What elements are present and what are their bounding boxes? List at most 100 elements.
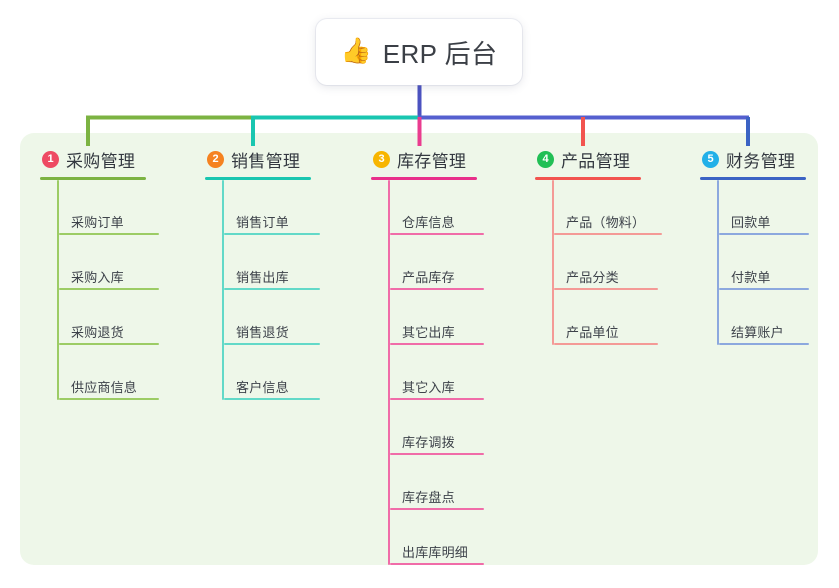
leaf-underline	[390, 453, 484, 455]
leaf-label: 回款单	[731, 215, 771, 230]
leaf-item[interactable]: 销售订单	[222, 180, 355, 235]
leaf-spine-1	[57, 180, 59, 400]
leaf-label: 销售订单	[236, 215, 289, 230]
leaf-spine-3	[388, 180, 390, 565]
leaf-underline	[224, 233, 320, 235]
branch-column-1[interactable]: 1 采购管理 采购订单 采购入库 采购退货 供应商信息	[40, 147, 190, 400]
leaf-item[interactable]: 库存盘点	[388, 455, 521, 510]
branch-header-5[interactable]: 5 财务管理	[700, 147, 839, 171]
leaf-label: 供应商信息	[71, 380, 138, 395]
leaf-label: 产品单位	[566, 325, 619, 340]
leaf-item[interactable]: 其它出库	[388, 290, 521, 345]
branch-column-4[interactable]: 4 产品管理 产品（物料） 产品分类 产品单位	[535, 147, 695, 345]
leaf-underline	[390, 508, 484, 510]
leaf-label: 库存调拨	[402, 435, 455, 450]
leaf-item[interactable]: 其它入库	[388, 345, 521, 400]
leaf-underline	[59, 233, 159, 235]
leaf-underline	[554, 343, 658, 345]
leaf-item[interactable]: 结算账户	[717, 290, 839, 345]
leaf-label: 销售出库	[236, 270, 289, 285]
branch-header-4[interactable]: 4 产品管理	[535, 147, 695, 171]
leaf-label: 其它入库	[402, 380, 455, 395]
leaf-list-4: 产品（物料） 产品分类 产品单位	[535, 180, 695, 345]
branch-header-2[interactable]: 2 销售管理	[205, 147, 355, 171]
leaf-item[interactable]: 供应商信息	[57, 345, 190, 400]
leaf-list-3: 仓库信息 产品库存 其它出库 其它入库 库存调拨 库存盘点	[371, 180, 521, 565]
leaf-underline	[719, 343, 809, 345]
leaf-item[interactable]: 回款单	[717, 180, 839, 235]
branch-header-1[interactable]: 1 采购管理	[40, 147, 190, 171]
leaf-underline	[554, 233, 662, 235]
leaf-item[interactable]: 产品库存	[388, 235, 521, 290]
leaf-underline	[554, 288, 658, 290]
root-node[interactable]: 👍 ERP 后台	[316, 19, 522, 85]
leaf-item[interactable]: 客户信息	[222, 345, 355, 400]
branch-title-4: 产品管理	[561, 151, 631, 171]
thumbs-up-icon: 👍	[340, 36, 372, 65]
leaf-underline	[719, 288, 809, 290]
leaf-list-2: 销售订单 销售出库 销售退货 客户信息	[205, 180, 355, 400]
root-title: ERP 后台	[382, 38, 498, 69]
leaf-label: 产品（物料）	[566, 215, 646, 230]
leaf-list-5: 回款单 付款单 结算账户	[700, 180, 839, 345]
branch-title-1: 采购管理	[66, 151, 136, 171]
leaf-item[interactable]: 采购入库	[57, 235, 190, 290]
branch-column-3[interactable]: 3 库存管理 仓库信息 产品库存 其它出库 其它入库 库存调拨	[371, 147, 521, 565]
leaf-item[interactable]: 采购订单	[57, 180, 190, 235]
leaf-label: 付款单	[731, 270, 771, 285]
branch-rule-3	[371, 177, 477, 180]
leaf-item[interactable]: 产品分类	[552, 235, 695, 290]
branch-column-2[interactable]: 2 销售管理 销售订单 销售出库 销售退货 客户信息	[205, 147, 355, 400]
leaf-underline	[59, 288, 159, 290]
branch-column-5[interactable]: 5 财务管理 回款单 付款单 结算账户	[700, 147, 839, 345]
branch-title-5: 财务管理	[726, 151, 796, 171]
branch-badge-4: 4	[537, 150, 554, 168]
leaf-list-1: 采购订单 采购入库 采购退货 供应商信息	[40, 180, 190, 400]
leaf-underline	[224, 343, 320, 345]
leaf-label: 采购退货	[71, 325, 124, 340]
branch-rule-2	[205, 177, 311, 180]
branch-title-2: 销售管理	[231, 151, 301, 171]
leaf-item[interactable]: 库存调拨	[388, 400, 521, 455]
branch-rule-4	[535, 177, 641, 180]
leaf-item[interactable]: 销售退货	[222, 290, 355, 345]
leaf-underline	[59, 343, 159, 345]
leaf-underline	[224, 398, 320, 400]
leaf-underline	[390, 398, 484, 400]
leaf-item[interactable]: 付款单	[717, 235, 839, 290]
leaf-item[interactable]: 出库库明细	[388, 510, 521, 565]
leaf-underline	[59, 398, 159, 400]
leaf-underline	[390, 563, 484, 565]
leaf-label: 产品库存	[402, 270, 455, 285]
leaf-label: 产品分类	[566, 270, 619, 285]
leaf-spine-5	[717, 180, 719, 345]
branch-badge-3: 3	[373, 150, 390, 168]
leaf-item[interactable]: 仓库信息	[388, 180, 521, 235]
leaf-underline	[719, 233, 809, 235]
leaf-label: 出库库明细	[402, 545, 469, 560]
leaf-label: 采购订单	[71, 215, 124, 230]
leaf-spine-2	[222, 180, 224, 400]
branch-rule-1	[40, 177, 146, 180]
leaf-item[interactable]: 产品单位	[552, 290, 695, 345]
leaf-underline	[224, 288, 320, 290]
leaf-item[interactable]: 产品（物料）	[552, 180, 695, 235]
leaf-label: 销售退货	[236, 325, 289, 340]
branch-badge-2: 2	[207, 150, 224, 168]
leaf-item[interactable]: 销售出库	[222, 235, 355, 290]
branch-panel-background	[20, 133, 818, 565]
branch-badge-1: 1	[42, 150, 59, 168]
branch-header-3[interactable]: 3 库存管理	[371, 147, 521, 171]
leaf-label: 客户信息	[236, 380, 289, 395]
branch-title-3: 库存管理	[397, 151, 467, 171]
leaf-label: 库存盘点	[402, 490, 455, 505]
leaf-underline	[390, 233, 484, 235]
branch-rule-5	[700, 177, 806, 180]
leaf-underline	[390, 288, 484, 290]
leaf-label: 仓库信息	[402, 215, 455, 230]
leaf-label: 其它出库	[402, 325, 455, 340]
leaf-underline	[390, 343, 484, 345]
leaf-item[interactable]: 采购退货	[57, 290, 190, 345]
leaf-label: 结算账户	[731, 325, 784, 340]
